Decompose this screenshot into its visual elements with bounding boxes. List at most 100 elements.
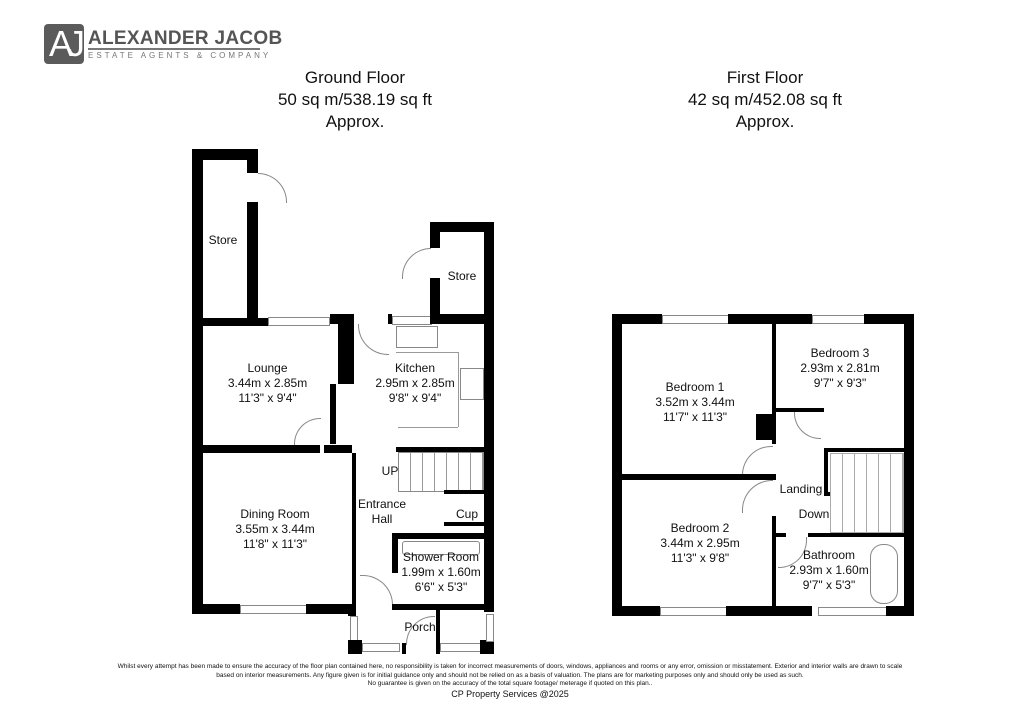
- dining-window: [240, 605, 308, 614]
- room-label: Landing: [779, 482, 823, 496]
- wall: [728, 314, 812, 324]
- store-door-2: [402, 248, 431, 279]
- wall: [824, 448, 904, 452]
- ground-floor-approx: Approx.: [325, 112, 385, 131]
- wall: [306, 604, 356, 614]
- ground-floor-title: Ground Floor: [304, 68, 406, 87]
- wall: [772, 516, 776, 616]
- wall: [864, 314, 914, 324]
- wall: [352, 485, 356, 610]
- wall: [352, 453, 356, 493]
- bathtub: [870, 544, 898, 604]
- wall: [444, 490, 494, 494]
- room-label: Entrance Hall: [357, 497, 407, 526]
- worktop: [396, 352, 458, 353]
- wall: [392, 533, 494, 539]
- wall: [808, 533, 904, 537]
- wall: [444, 522, 494, 526]
- staircase: [830, 453, 904, 533]
- wall: [192, 604, 240, 614]
- wall: [436, 610, 440, 654]
- credit: CP Property Services @2025: [451, 688, 569, 699]
- lounge-door: [294, 418, 321, 445]
- wall: [772, 324, 776, 444]
- wall: [430, 222, 440, 248]
- stairs-label: UP: [381, 464, 399, 478]
- wall: [612, 474, 776, 480]
- bedroom1-window: [662, 315, 730, 324]
- disclaimer-line-3: No guarantee is given on the accuracy of…: [367, 680, 653, 687]
- wall: [392, 604, 494, 610]
- porch-window: [350, 616, 358, 642]
- hob: [460, 368, 484, 400]
- shower-door: [360, 575, 393, 606]
- wall: [612, 606, 660, 616]
- first-floor-approx: Approx.: [735, 112, 795, 131]
- wall: [726, 606, 812, 616]
- wall: [484, 222, 494, 612]
- bedroom3-window: [812, 315, 866, 324]
- wall: [247, 202, 258, 324]
- wall: [402, 643, 406, 654]
- ground-floor-area: 50 sq m/538.19 sq ft: [277, 90, 433, 109]
- shower-tray: [402, 541, 480, 555]
- wall: [330, 384, 336, 444]
- sink: [396, 326, 438, 348]
- wall: [776, 533, 786, 537]
- room-label: Porch: [404, 620, 436, 634]
- wall: [392, 533, 398, 573]
- bathroom-window: [818, 607, 888, 616]
- porch-window: [362, 643, 400, 652]
- worktop: [458, 352, 459, 427]
- wall: [430, 278, 440, 324]
- staircase: [398, 452, 484, 492]
- wall: [324, 445, 352, 453]
- disclaimer-line-1: Whilst every attempt has been made to en…: [117, 663, 903, 670]
- wall: [192, 149, 258, 160]
- wall: [886, 606, 914, 616]
- wall: [824, 448, 828, 496]
- disclaimer: Whilst every attempt has been made to en…: [0, 663, 1020, 700]
- wall: [388, 314, 392, 324]
- wall: [612, 314, 662, 324]
- worktop: [398, 427, 458, 428]
- logo-badge: [44, 24, 84, 64]
- porch-window: [440, 643, 482, 652]
- room-label: Store: [447, 269, 477, 283]
- bedroom2-window: [660, 607, 728, 616]
- wall: [612, 314, 622, 616]
- wall: [904, 314, 914, 616]
- porch-window: [486, 614, 494, 642]
- ground-floor-heading: Ground Floor 50 sq m/538.19 sq ft Approx…: [230, 67, 480, 133]
- store-door: [258, 173, 287, 203]
- logo-monogram: AJ: [48, 23, 85, 64]
- lounge-window: [268, 317, 330, 326]
- wall: [348, 604, 356, 616]
- first-floor-title: First Floor: [726, 68, 804, 87]
- wall: [480, 640, 494, 654]
- wall: [430, 222, 494, 232]
- wall: [776, 408, 824, 412]
- wall: [192, 445, 320, 453]
- bedroom1-door: [742, 446, 773, 475]
- bedroom2-door: [742, 480, 773, 513]
- kitchen-window: [392, 316, 432, 325]
- stairs-label: Down: [798, 507, 830, 521]
- logo-divider: [88, 48, 260, 50]
- wall: [348, 640, 362, 654]
- first-floor-area: 42 sq m/452.08 sq ft: [687, 90, 843, 109]
- bedroom3-door: [794, 412, 821, 439]
- wall: [396, 447, 494, 452]
- chimney-breast: [338, 324, 354, 384]
- brand-tagline: ESTATE AGENTS & COMPANY: [88, 51, 272, 60]
- wall: [247, 149, 258, 173]
- wall: [430, 314, 494, 324]
